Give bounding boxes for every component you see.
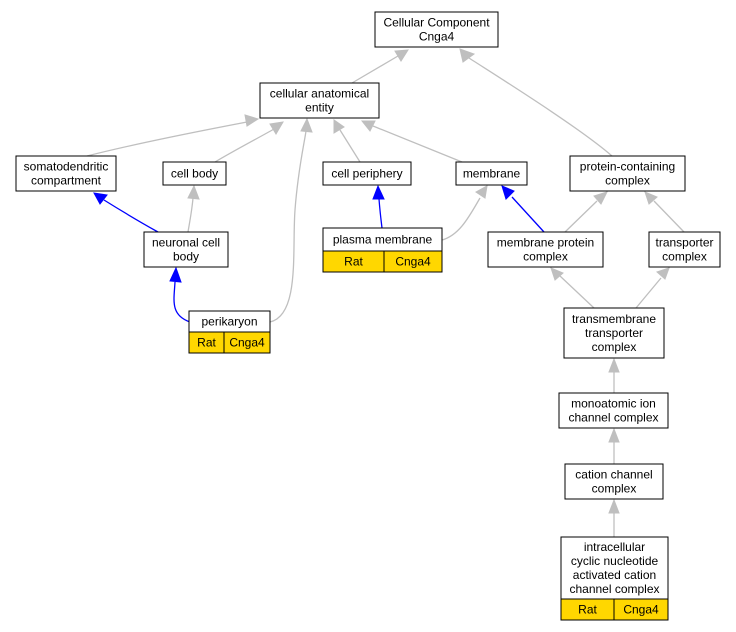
edge-cell-body-to-cellular-anatomical-entity — [214, 121, 284, 163]
arrowhead-icon — [459, 48, 476, 63]
node-label-line: intracellular — [584, 540, 645, 554]
node-cell-periphery[interactable]: cell periphery — [322, 161, 412, 186]
node-label-line: transporter — [655, 236, 713, 250]
gene-badge — [223, 331, 271, 354]
node-label-line: complex — [605, 174, 650, 188]
edge-intracellular-cnga-complex-to-cation-channel-complex — [608, 498, 620, 537]
edge-perikaryon-to-neuronal-cell-body — [169, 266, 191, 323]
node-label-line: activated cation — [573, 568, 656, 582]
edge-protein-containing-complex-to-cellular-component — [459, 48, 613, 157]
node-label-line: complex — [523, 250, 568, 264]
arrowhead-icon — [593, 191, 608, 205]
node-label-line: plasma membrane — [333, 233, 433, 247]
arrowhead-icon — [550, 267, 564, 281]
edge-transporter-complex-to-protein-containing-complex — [644, 191, 685, 233]
arrowhead-icon — [169, 266, 182, 283]
arrowhead-icon — [244, 114, 260, 127]
arrowhead-icon — [656, 267, 670, 280]
arrowhead-icon — [475, 185, 488, 199]
node-label-line: somatodendritic — [24, 160, 109, 174]
edge-cellular-anatomical-entity-to-cellular-component — [351, 49, 409, 84]
node-label-line: body — [173, 250, 199, 264]
node-label-line: cell periphery — [331, 167, 402, 181]
node-label-line: channel complex — [568, 411, 658, 425]
arrowhead-icon — [360, 120, 376, 132]
node-label-line: compartment — [31, 174, 102, 188]
gene-badge — [383, 250, 443, 273]
edge-somatodendritic-compartment-to-cellular-anatomical-entity — [86, 114, 260, 157]
edge-transmembrane-transporter-complex-to-membrane-protein-complex — [550, 267, 595, 309]
gene-badge-label: Cnga4 — [229, 336, 265, 350]
node-label-line: complex — [592, 482, 637, 496]
arrowhead-icon — [501, 185, 515, 200]
species-badge-label: Rat — [197, 336, 216, 350]
arrowhead-icon — [608, 427, 620, 443]
arrowhead-icon — [269, 121, 284, 135]
node-label-line: monoatomic ion — [571, 397, 656, 411]
arrowhead-icon — [300, 117, 313, 133]
node-label-line: neuronal cell — [152, 236, 220, 250]
arrowhead-icon — [644, 191, 658, 205]
arrowhead-icon — [93, 192, 108, 205]
edges-layer — [86, 48, 685, 537]
edge-transmembrane-transporter-complex-to-transporter-complex — [635, 267, 670, 309]
node-label-line: membrane protein — [497, 236, 594, 250]
edge-membrane-protein-complex-to-membrane — [501, 185, 545, 233]
node-label-line: membrane — [463, 167, 521, 181]
edge-neuronal-cell-body-to-cell-body — [187, 184, 200, 233]
arrowhead-icon — [608, 357, 620, 373]
edge-membrane-to-cellular-anatomical-entity — [360, 120, 463, 163]
node-label-line: transporter — [585, 326, 643, 340]
arrowhead-icon — [608, 498, 620, 514]
node-label-line: channel complex — [569, 582, 659, 596]
gene-badge-label: Cnga4 — [395, 255, 431, 269]
species-badge-label: Rat — [344, 255, 363, 269]
gene-badge-label: Cnga4 — [623, 603, 659, 617]
node-label-line: protein-containing — [580, 160, 675, 174]
edge-monoatomic-ion-channel-complex-to-transmembrane-transporter-complex — [608, 357, 620, 393]
arrowhead-icon — [333, 119, 345, 134]
edge-membrane-protein-complex-to-protein-containing-complex — [564, 191, 608, 233]
node-label-line: cellular anatomical — [270, 87, 369, 101]
edge-perikaryon-to-cellular-anatomical-entity — [269, 117, 313, 323]
node-label-line: cell body — [171, 167, 218, 181]
node-label-line: Cnga4 — [419, 30, 455, 44]
node-label-line: perikaryon — [201, 315, 257, 329]
node-label-line: transmembrane — [572, 312, 656, 326]
gene-badge — [613, 598, 669, 621]
edge-neuronal-cell-body-to-somatodendritic-compartment — [93, 192, 159, 233]
species-badge-label: Rat — [578, 603, 597, 617]
node-label-line: cyclic nucleotide — [571, 554, 659, 568]
edge-cation-channel-complex-to-monoatomic-ion-channel-complex — [608, 427, 620, 464]
arrowhead-icon — [187, 184, 200, 200]
node-cell-body[interactable]: cell body — [162, 161, 227, 186]
arrowhead-icon — [394, 49, 409, 62]
arrowhead-icon — [372, 184, 385, 200]
node-label-line: Cellular Component — [383, 16, 490, 30]
node-membrane[interactable]: membrane — [455, 161, 528, 186]
node-label-line: cation channel — [575, 468, 652, 482]
node-label-line: entity — [305, 101, 334, 115]
node-label-line: complex — [662, 250, 707, 264]
edge-cell-periphery-to-cellular-anatomical-entity — [333, 119, 361, 163]
node-label-line: complex — [592, 340, 637, 354]
edge-plasma-membrane-to-membrane — [441, 185, 488, 241]
edge-plasma-membrane-to-cell-periphery — [372, 184, 385, 229]
